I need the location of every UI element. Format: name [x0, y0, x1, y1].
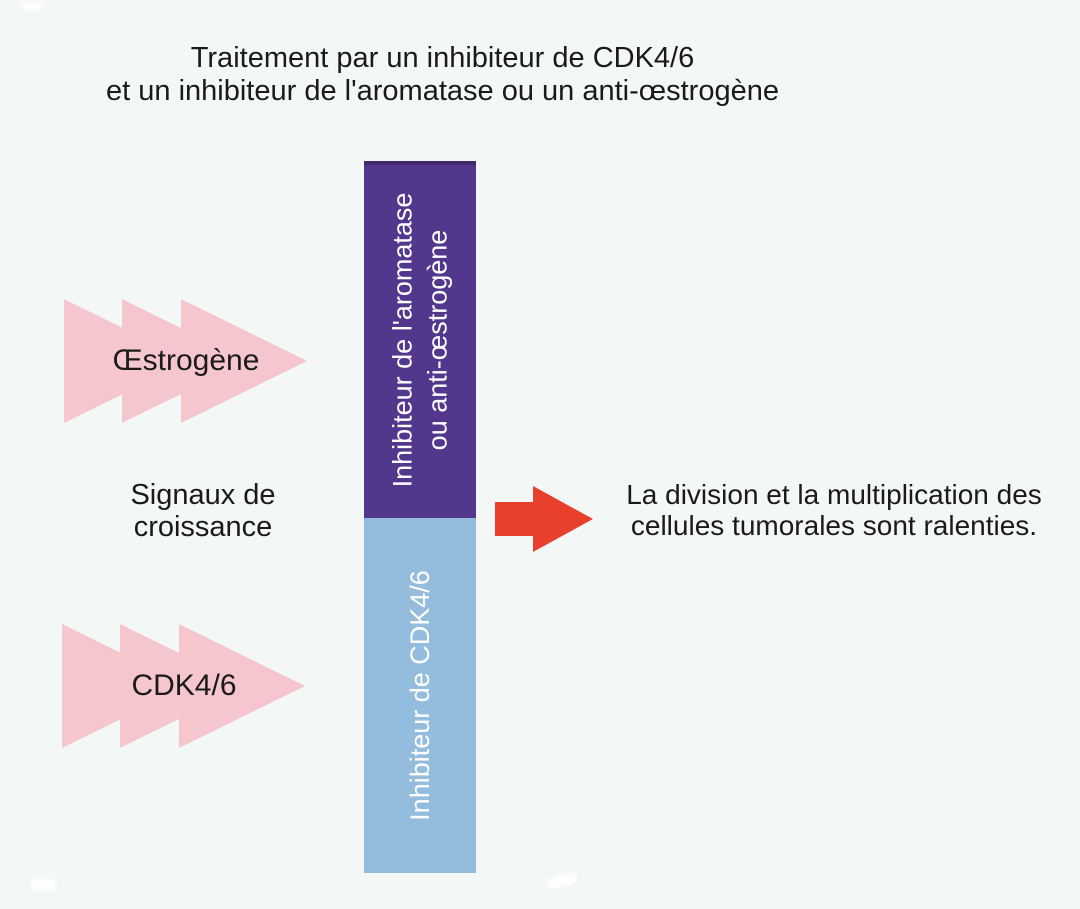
estrogen-label: Œstrogène: [112, 344, 260, 377]
estrogen-arrow: Œstrogène: [64, 298, 308, 424]
growth-signals-line2: croissance: [133, 511, 273, 543]
triple-arrow-icon: [62, 624, 305, 748]
white-speck: [30, 879, 56, 891]
result-arrow: [495, 486, 593, 557]
growth-signals-label: Signaux de croissance: [93, 479, 313, 543]
right-arrow-shape: [495, 486, 593, 552]
triple-arrow-triangle: [181, 299, 307, 423]
triple-arrow-icon: [64, 299, 307, 423]
growth-signals-line1: Signaux de: [130, 479, 276, 511]
aromatase-inhibitor-line2: ou anti-œstrogène: [422, 229, 453, 450]
cdk46-inhibitor-bar: Inhibiteur de CDK4/6: [364, 518, 476, 873]
white-speck: [22, 2, 42, 10]
triple-arrow-triangle: [179, 624, 305, 748]
diagram-title-line2: et un inhibiteur de l'aromatase ou un an…: [106, 75, 779, 107]
diagram-title-line1: Traitement par un inhibiteur de CDK4/6: [190, 42, 695, 74]
outcome-line1: La division et la multiplication des: [626, 479, 1042, 510]
aromatase-inhibitor-bar: Inhibiteur de l'aromatase ou anti-œstrog…: [364, 161, 476, 518]
outcome-text: La division et la multiplication des cel…: [588, 479, 1080, 541]
cdk46-inhibitor-label: Inhibiteur de CDK4/6: [404, 570, 435, 821]
aromatase-inhibitor-label: Inhibiteur de l'aromatase ou anti-œstrog…: [385, 192, 455, 487]
diagram-title: Traitement par un inhibiteur de CDK4/6 e…: [65, 42, 820, 108]
aromatase-inhibitor-line1: Inhibiteur de l'aromatase: [387, 192, 418, 487]
cdk-arrow: CDK4/6: [62, 623, 306, 749]
white-speck: [546, 871, 578, 890]
cdk-label: CDK4/6: [131, 669, 237, 702]
outcome-line2: cellules tumorales sont ralenties.: [630, 510, 1038, 541]
right-arrow-icon: [495, 486, 593, 552]
